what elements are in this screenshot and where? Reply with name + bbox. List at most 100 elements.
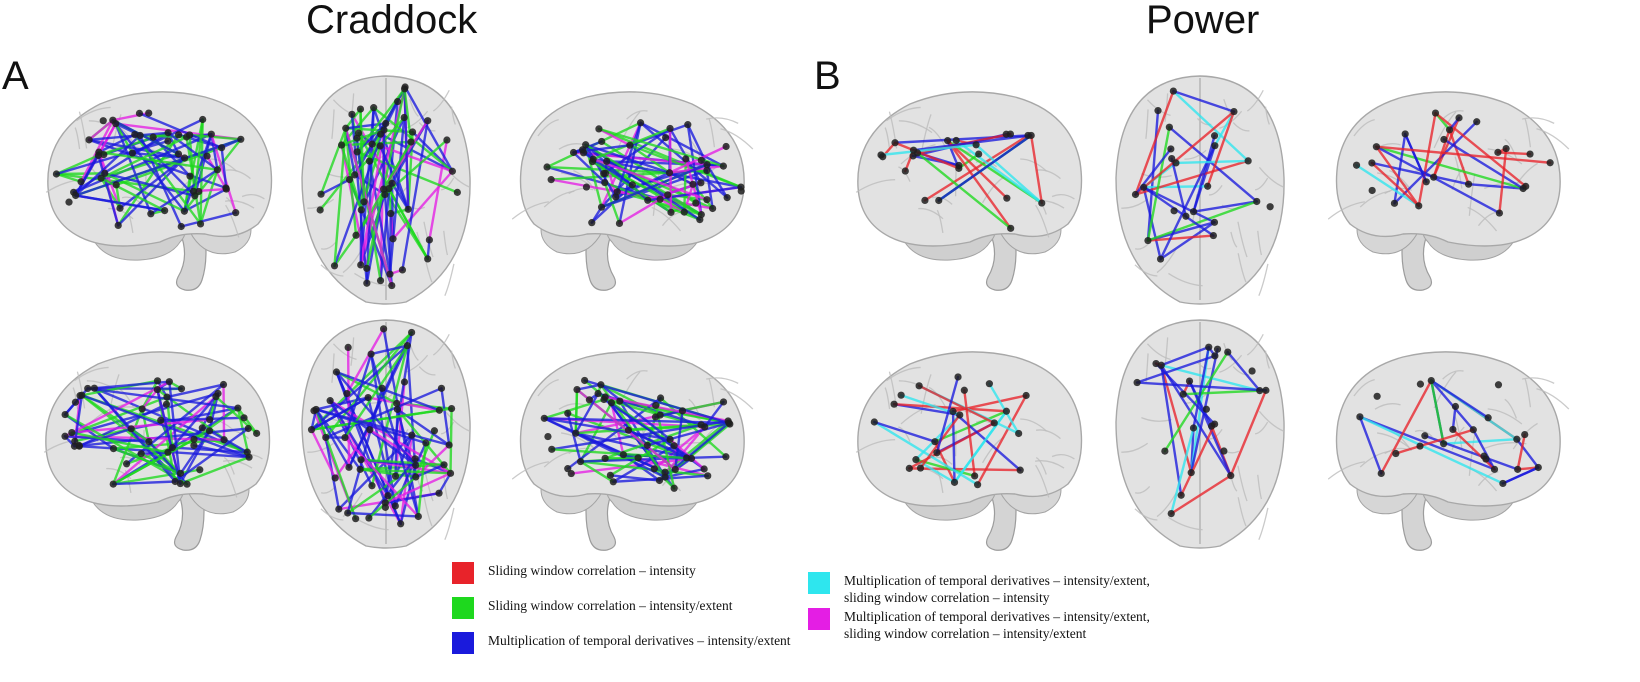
brain-node (342, 124, 350, 132)
brain-node (954, 373, 962, 381)
connection-edge (1442, 138, 1525, 190)
connection-edge (192, 406, 240, 441)
brain-node (1422, 178, 1430, 186)
brain-node (1502, 144, 1510, 153)
brain-node (916, 464, 925, 472)
brain-node (190, 441, 198, 449)
brain-node (576, 457, 585, 466)
brain-node (697, 421, 705, 429)
brain-node (1373, 392, 1381, 400)
connection-edge (574, 392, 600, 435)
brain-node (131, 130, 139, 139)
brain-node (547, 176, 555, 184)
brain-node (116, 204, 124, 212)
connection-edge (1516, 433, 1526, 471)
brain-node (931, 438, 939, 446)
brain-node (363, 279, 371, 287)
connection-edge (340, 128, 386, 147)
connection-edge (1142, 186, 1215, 237)
brain-node (307, 426, 316, 434)
brain-node (76, 392, 84, 400)
legend-swatch-magenta (808, 608, 830, 630)
brain-node (401, 83, 409, 91)
brain-nodes (543, 119, 745, 228)
brain-node (1161, 447, 1169, 455)
connection-edge (566, 412, 582, 463)
brain-node (335, 505, 343, 513)
brain-nodes (870, 373, 1030, 489)
brain-node (322, 433, 330, 442)
connection-edge (1434, 111, 1527, 188)
connection-edge (1375, 145, 1501, 215)
brain-node (656, 195, 664, 203)
connection-edge (1229, 389, 1268, 477)
brain-node (1167, 509, 1175, 518)
connection-edge (974, 143, 1043, 205)
brain-node (412, 473, 420, 481)
brain-node (703, 196, 711, 204)
brain-node (61, 432, 69, 440)
brain-node (435, 489, 443, 497)
brain-node (127, 425, 135, 433)
brain-node (138, 405, 146, 413)
brain-node (719, 162, 727, 170)
brain-node (595, 125, 603, 133)
brain-node (397, 520, 405, 528)
connection-edge (600, 163, 709, 209)
brain-node (316, 206, 324, 214)
brain-node (353, 148, 361, 156)
legend-label-red: Sliding window correlation – intensity (488, 563, 696, 578)
connection-edge (1358, 415, 1505, 485)
brain-node (1211, 352, 1219, 360)
brain-node (680, 208, 688, 216)
brain-node (448, 167, 456, 175)
brain-node (97, 174, 105, 182)
connection-edge (1451, 405, 1457, 431)
brain-node (354, 129, 363, 137)
brain-node (437, 384, 446, 392)
brain-node (670, 484, 678, 492)
brain-node (122, 460, 131, 468)
brain-silhouette (1328, 351, 1570, 551)
brain-node (1352, 161, 1361, 169)
brain-node (356, 105, 365, 113)
connection-edge (369, 352, 420, 518)
connection-edge (976, 394, 1028, 486)
connection-edges (1355, 111, 1552, 215)
connection-edge (335, 370, 417, 467)
connection-edge (1170, 474, 1232, 515)
brain-node (1007, 224, 1015, 232)
brain-node (222, 185, 230, 193)
connection-edge (583, 379, 731, 425)
brain-node (1027, 131, 1035, 140)
brain-node (176, 469, 185, 477)
brain-node (949, 407, 957, 416)
legend-swatch-green (452, 597, 474, 619)
brain-node (581, 376, 589, 385)
connection-edge (359, 107, 366, 203)
brain-node (71, 398, 80, 406)
brain-node (232, 209, 240, 217)
brain-node (572, 429, 580, 437)
brain-node (628, 181, 636, 189)
brain-node (1006, 130, 1015, 138)
connection-edge (87, 118, 115, 142)
brain-node (1521, 430, 1529, 439)
connection-edge (703, 400, 725, 429)
brain-node (615, 219, 624, 228)
brain-node (1154, 107, 1162, 115)
brain-node (317, 190, 325, 198)
craddock-axial-top (301, 75, 471, 305)
connection-edge (156, 388, 251, 459)
brain-nodes (61, 377, 261, 488)
connection-edge (935, 375, 960, 454)
power-sagittal-right-bottom (1328, 351, 1570, 551)
brain-node (408, 328, 416, 337)
connection-edge (333, 127, 347, 267)
brain-node (206, 415, 214, 424)
brain-node (382, 119, 390, 128)
brain-nodes (1356, 376, 1542, 488)
brain-node (1469, 426, 1477, 434)
connection-edge (705, 169, 714, 210)
brain-node (352, 515, 360, 523)
